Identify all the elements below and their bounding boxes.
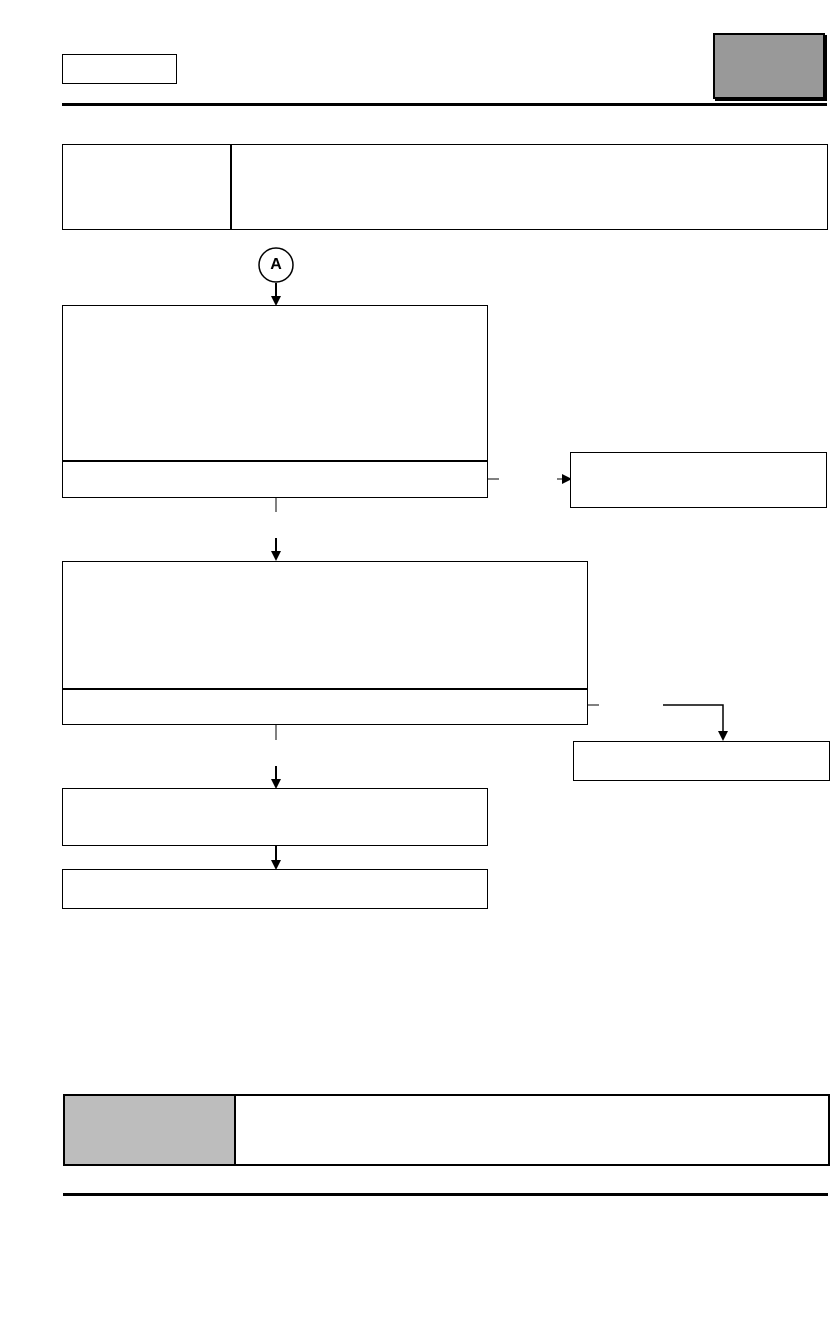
step2-result [63,690,587,724]
header-rule [62,103,827,106]
intro-left-cell [63,145,232,229]
footer-table [63,1094,830,1166]
footer-rule [63,1193,828,1196]
connector-a-text: A [270,256,282,273]
footer-left-cell [65,1096,236,1164]
step1-result [63,462,487,496]
step1-side-box [570,452,827,508]
step3-box [62,788,488,846]
step4-box [62,869,488,909]
step2-side-box [573,741,830,781]
step2-body [63,562,587,688]
step2-box [62,561,588,725]
step1-divider [63,460,487,462]
page-reference-box [62,54,177,84]
arrow-step2-side [663,704,728,741]
step2-divider [63,688,587,690]
step1-box [62,305,488,498]
section-tab [713,33,825,99]
connector-a-circle [258,247,294,283]
connector-a-label: A [259,253,293,277]
footer-right-cell [238,1096,828,1164]
intro-table [62,144,828,230]
step1-body [63,306,487,460]
